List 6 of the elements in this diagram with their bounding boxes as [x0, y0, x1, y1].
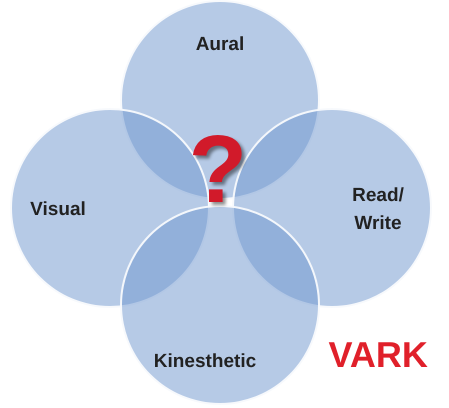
model-name: VARK	[328, 337, 428, 373]
circle-label: Read/ Write	[351, 184, 405, 236]
question-mark: ?	[188, 122, 248, 218]
circle-label: Aural	[194, 32, 246, 56]
circle-label: Kinesthetic	[152, 350, 258, 374]
circle-label: Visual	[29, 198, 87, 222]
